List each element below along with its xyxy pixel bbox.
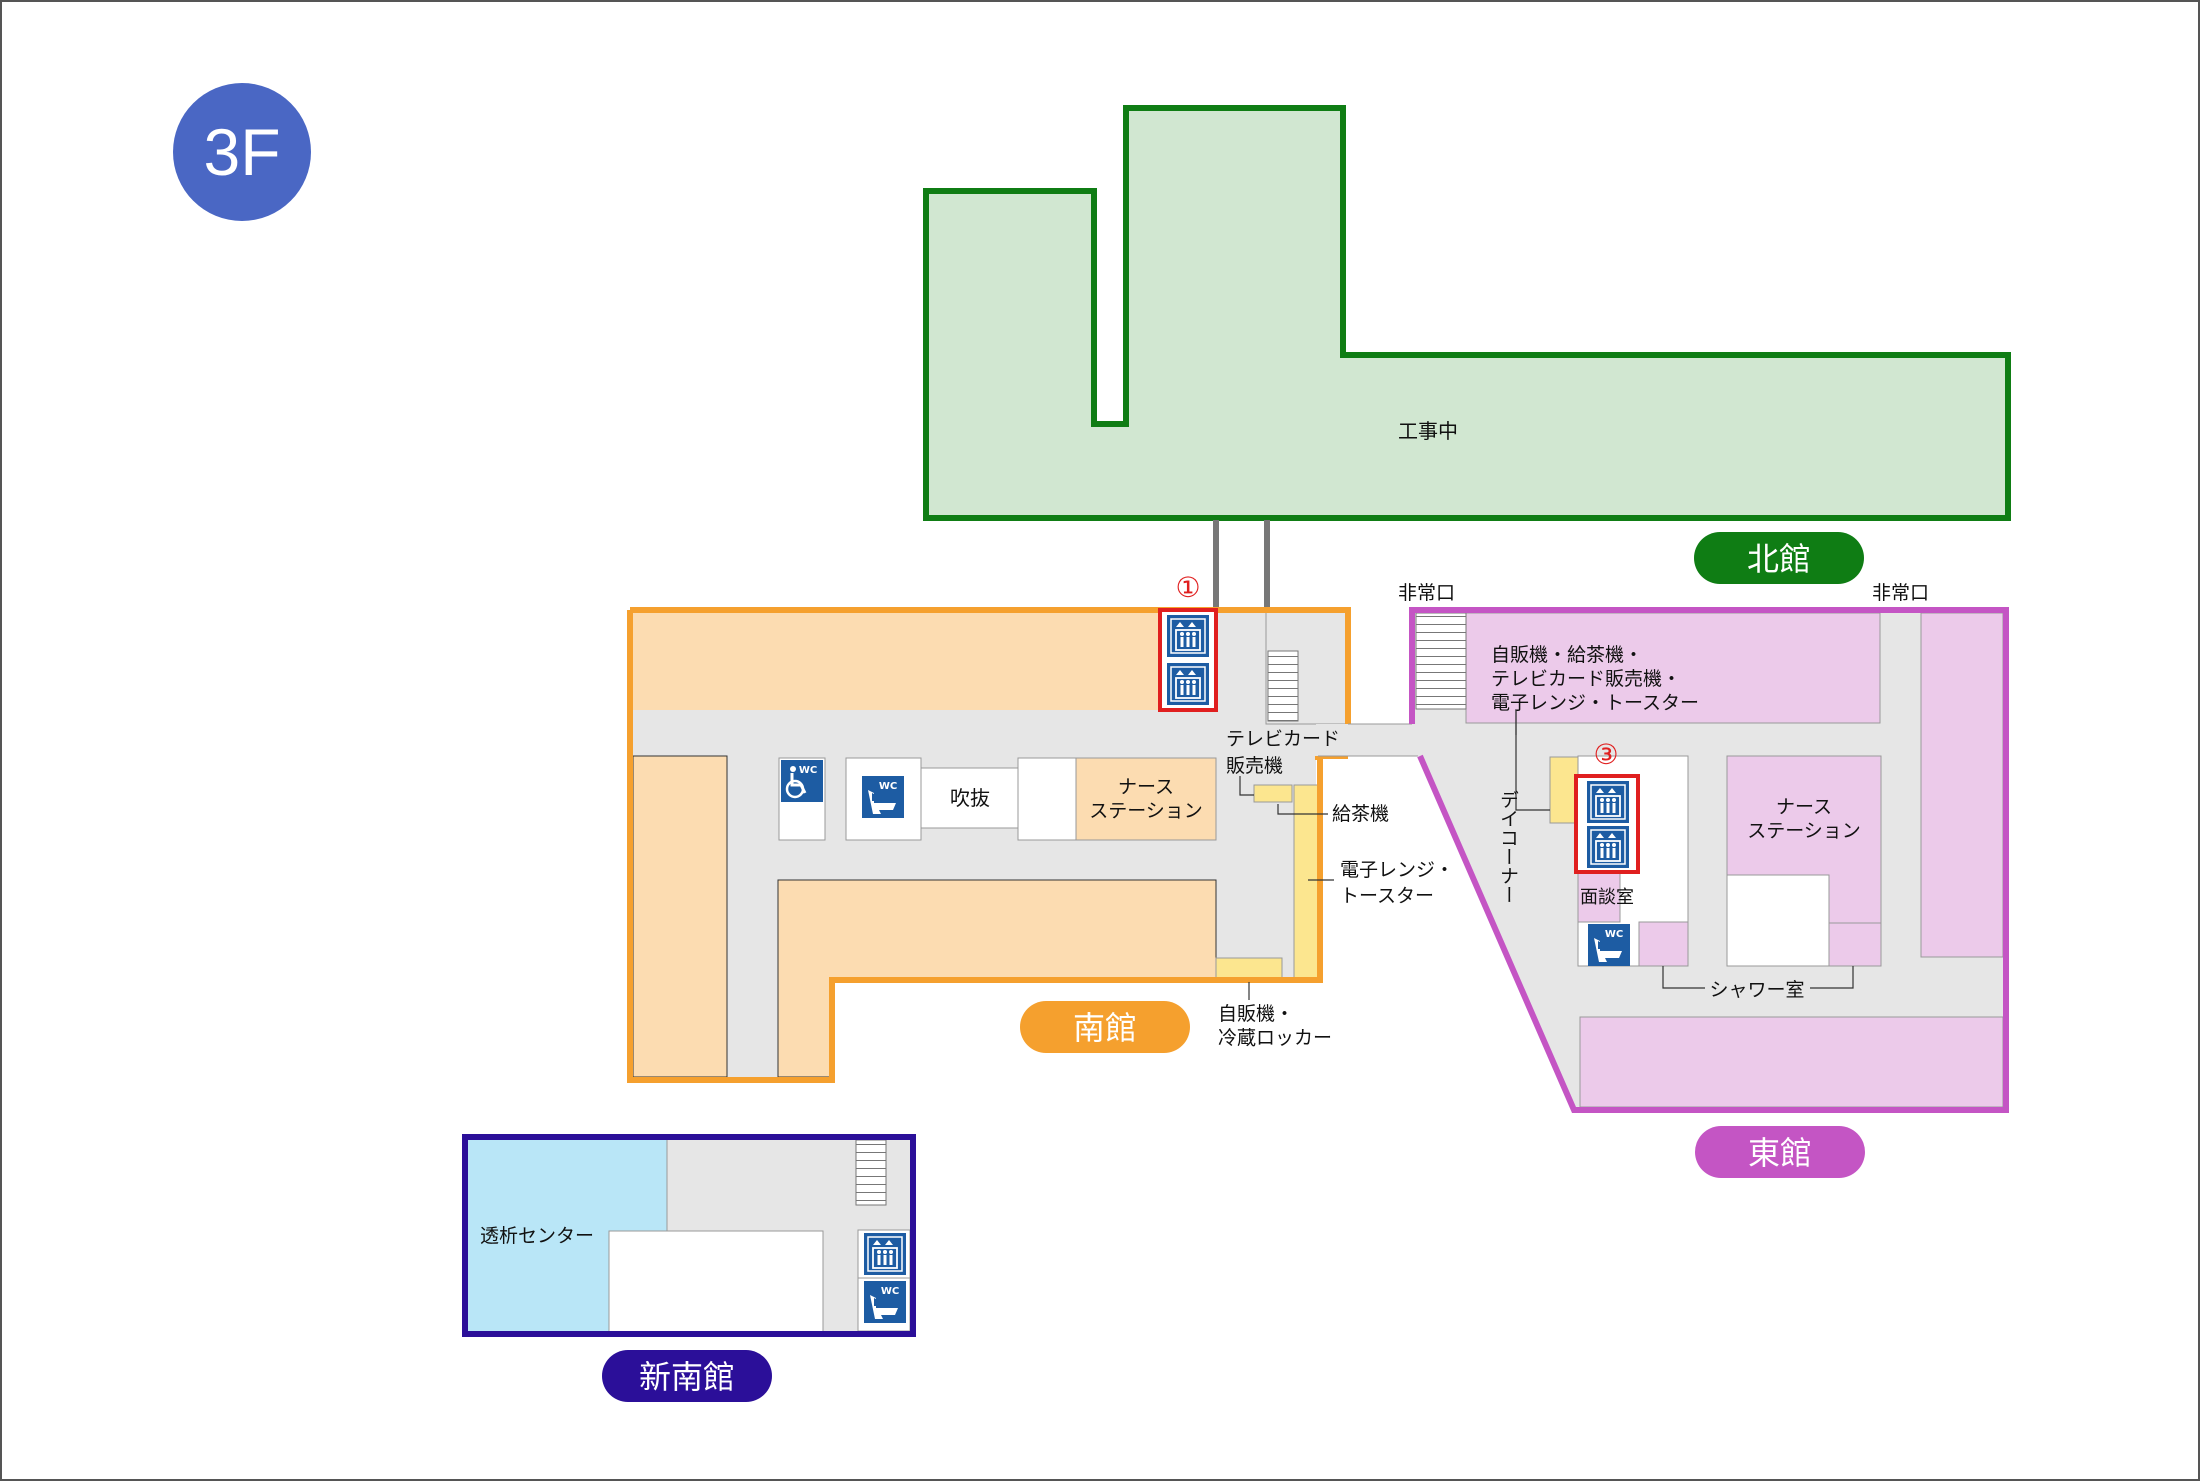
accessible-wc-icon <box>779 758 825 804</box>
vending-locker <box>1215 957 1283 981</box>
floor-label: 3F <box>203 115 280 189</box>
interview-room <box>1577 871 1621 923</box>
stairs-icon <box>855 1139 887 1206</box>
atrium <box>920 767 1019 829</box>
east-vending-area <box>1549 756 1579 824</box>
elevator-icon <box>1166 662 1210 706</box>
vending-locker-label: 冷蔵ロッカー <box>1218 1027 1332 1049</box>
east-room-east-column <box>1920 612 2004 958</box>
south-building-label: 南館 <box>1073 1009 1137 1047</box>
elevator-icon <box>863 1232 907 1276</box>
north-building-label: 北館 <box>1747 540 1811 578</box>
new-south-building-label-pill <box>602 1350 772 1402</box>
elevator-marker-3: ③ <box>1593 738 1618 771</box>
tea-machine-label: 給茶機 <box>1332 803 1389 825</box>
wc-icon <box>1588 924 1630 966</box>
east-vending-label: テレビカード販売機・ <box>1491 668 1681 690</box>
elevator-icon <box>1166 614 1210 658</box>
atrium-label: 吹抜 <box>950 786 990 810</box>
east-vending-label: 電子レンジ・トースター <box>1491 692 1699 714</box>
day-corner-label: デイコーナー <box>1497 790 1519 904</box>
vending-locker-label: 自販機・ <box>1218 1003 1294 1025</box>
east-building-label-pill <box>1695 1126 1865 1178</box>
elevator-marker-1: ① <box>1175 571 1200 604</box>
east-building-label: 東館 <box>1748 1134 1812 1172</box>
north-building-label-pill <box>1694 532 1864 584</box>
east-building: ナース ステーション 面談室 ③ 自販機・給茶機・ テレビカード販売機・ 電子レ… <box>1398 582 2009 1178</box>
shower-room <box>1828 922 1882 967</box>
interview-room-label: 面談室 <box>1580 887 1634 908</box>
south-building: 吹抜 ナース ステーション ① 南館 <box>627 571 1351 1083</box>
wc-icon <box>862 776 904 818</box>
microwave-label: トースター <box>1340 885 1434 907</box>
new-south-building: 透析センター 新南館 <box>462 1134 916 1402</box>
south-building-label-pill <box>1020 1001 1190 1053</box>
east-room-south-band <box>1579 1016 2004 1108</box>
east-room-north-band <box>1465 612 1881 724</box>
nurse-station-south <box>1075 757 1217 841</box>
dialysis-center-label: 透析センター <box>480 1225 594 1247</box>
new-south-building-label: 新南館 <box>639 1358 735 1396</box>
floor-badge: 3F <box>173 83 311 221</box>
nurse-station-south-label: ステーション <box>1089 800 1203 822</box>
stairs-icon <box>1267 650 1299 722</box>
east-vending-label: 自販機・給茶機・ <box>1491 644 1643 666</box>
south-connector-labels: テレビカード 販売機 給茶機 電子レンジ・ トースター 自販機・ 冷蔵ロッカー <box>1218 728 1454 1049</box>
north-building: 工事中 北館 <box>923 105 2011 608</box>
emergency-exit-left: 非常口 <box>1398 582 1455 604</box>
elevator-icon <box>1586 780 1630 824</box>
connector-corridor <box>1316 724 1430 756</box>
stairs-icon <box>1415 612 1467 710</box>
tv-card-vending <box>1253 784 1293 803</box>
emergency-exit-right: 非常口 <box>1872 582 1929 604</box>
south-room-west <box>632 755 728 1078</box>
tv-card-label: テレビカード <box>1226 728 1340 750</box>
elevator-icon <box>1586 825 1630 869</box>
nurse-station-east-label: ナース <box>1776 796 1832 818</box>
south-room-north-band <box>633 613 1161 710</box>
north-under-construction: 工事中 <box>1398 419 1458 443</box>
wc-icon <box>864 1281 906 1323</box>
microwave-label: 電子レンジ・ <box>1340 859 1454 881</box>
shower-room-label: シャワー室 <box>1709 979 1804 1001</box>
nurse-station-south-label: ナース <box>1118 776 1174 798</box>
nurse-station-east-label: ステーション <box>1747 820 1861 842</box>
shower-room <box>1638 921 1689 967</box>
tv-card-label: 販売機 <box>1226 755 1283 777</box>
